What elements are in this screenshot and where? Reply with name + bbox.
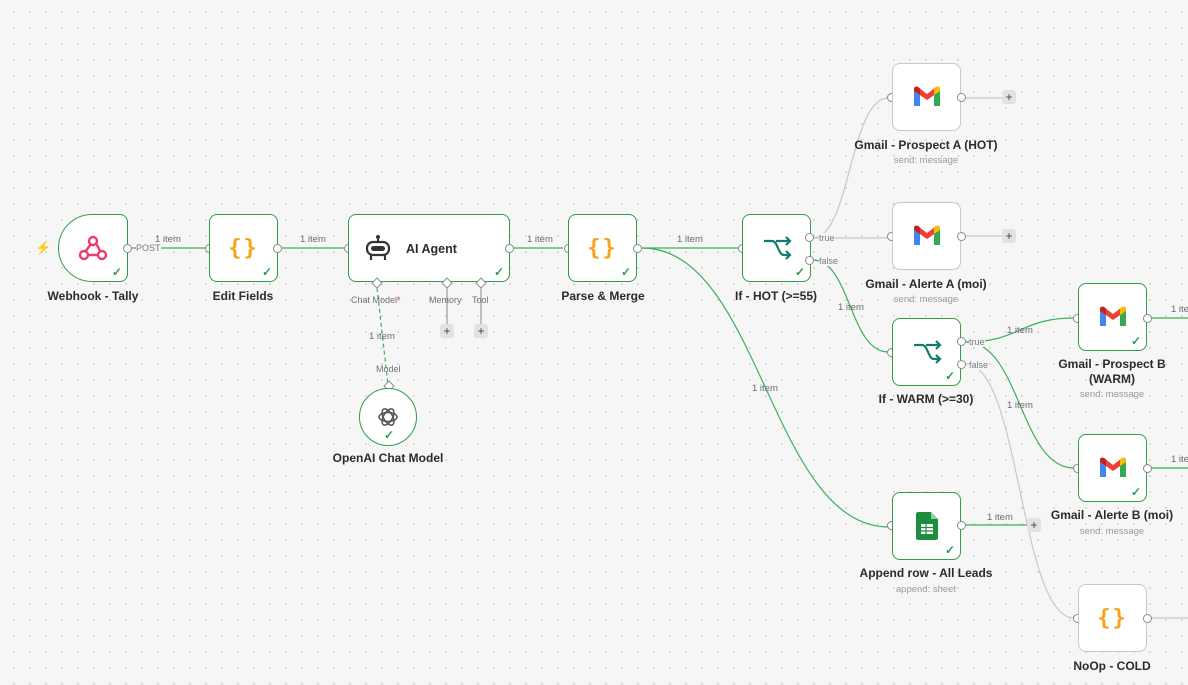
wire-label: 1 item xyxy=(838,302,864,313)
success-check-icon: ✓ xyxy=(794,265,805,279)
wire-label: 1 item xyxy=(1007,325,1033,336)
wire-label: 1 item xyxy=(752,383,778,394)
success-check-icon: ✓ xyxy=(261,265,272,279)
add-memory-button[interactable]: + xyxy=(440,324,454,338)
if-hot-false-port[interactable] xyxy=(805,256,814,265)
gmail-alerte-b-label: Gmail - Alerte B (moi) xyxy=(1050,508,1174,522)
wire-label: 1 item xyxy=(527,234,553,245)
wire-label: 1 item xyxy=(1007,400,1033,411)
success-check-icon: ✓ xyxy=(1130,334,1141,348)
append-row-label: Append row - All Leads xyxy=(859,566,993,580)
gmail-prospect-b-label: Gmail - Prospect B (WARM) xyxy=(1058,357,1166,386)
append-row-operation: append: sheet xyxy=(895,584,957,595)
braces-icon: {} xyxy=(228,235,259,261)
gmail-alerte-a-operation: send: message xyxy=(893,294,959,305)
success-check-icon: ✓ xyxy=(944,543,955,557)
noop-output-port[interactable] xyxy=(1143,614,1152,623)
gmail-prospect-b-node[interactable]: ✓ xyxy=(1078,283,1147,351)
append-row-node[interactable]: ✓ xyxy=(892,492,961,560)
true-branch-label: true xyxy=(969,337,985,347)
if-hot-node[interactable]: ✓ xyxy=(742,214,811,282)
true-branch-label: true xyxy=(819,233,835,243)
success-check-icon: ✓ xyxy=(383,428,394,442)
model-port-label: Model xyxy=(376,364,401,374)
gmail-icon xyxy=(893,203,960,269)
success-check-icon: ✓ xyxy=(1130,485,1141,499)
gmail-icon xyxy=(1079,435,1146,501)
gmail-icon xyxy=(1079,284,1146,350)
wire-label: 1 item xyxy=(300,234,326,245)
parse-merge-output-port[interactable] xyxy=(633,244,642,253)
success-check-icon: ✓ xyxy=(944,369,955,383)
wire-label: 1 item xyxy=(369,331,395,342)
if-hot-true-port[interactable] xyxy=(805,233,814,242)
parse-merge-node[interactable]: {} ✓ xyxy=(568,214,637,282)
edit-fields-label: Edit Fields xyxy=(212,289,274,303)
openai-chat-model-node[interactable]: ✓ xyxy=(359,388,417,446)
add-node-button[interactable]: + xyxy=(1002,229,1016,243)
add-tool-button[interactable]: + xyxy=(474,324,488,338)
webhook-method-tag: POST xyxy=(136,243,161,253)
openai-chat-model-label: OpenAI Chat Model xyxy=(332,451,444,465)
wire-label: 1 item xyxy=(155,234,181,245)
ai-agent-output-port[interactable] xyxy=(505,244,514,253)
tool-port-label: Tool xyxy=(472,295,489,305)
chat-model-port-label: Chat Model* xyxy=(351,295,401,305)
if-warm-label: If - WARM (>=30) xyxy=(878,392,974,406)
success-check-icon: ✓ xyxy=(493,265,504,279)
webhook-icon xyxy=(59,215,127,281)
lightning-icon: ⚡ xyxy=(35,240,52,255)
gmail-prospect-a-node[interactable] xyxy=(892,63,961,131)
add-node-button[interactable]: + xyxy=(1002,90,1016,104)
gmail-alerte-a-output-port[interactable] xyxy=(957,232,966,241)
wire-label: 1 item xyxy=(677,234,703,245)
edit-fields-output-port[interactable] xyxy=(273,244,282,253)
success-check-icon: ✓ xyxy=(620,265,631,279)
gmail-prospect-a-operation: send: message xyxy=(893,155,959,166)
branch-icon xyxy=(893,319,960,385)
branch-icon xyxy=(743,215,810,281)
openai-icon xyxy=(360,389,416,445)
if-warm-node[interactable]: ✓ xyxy=(892,318,961,386)
gmail-alerte-b-operation: send: message xyxy=(1079,526,1145,537)
gmail-alerte-a-label: Gmail - Alerte A (moi) xyxy=(865,277,987,291)
gmail-prospect-b-output-port[interactable] xyxy=(1143,314,1152,323)
parse-merge-label: Parse & Merge xyxy=(561,289,645,303)
gmail-prospect-a-label: Gmail - Prospect A (HOT) xyxy=(854,138,998,152)
false-branch-label: false xyxy=(819,256,839,266)
webhook-output-port[interactable] xyxy=(123,244,132,253)
gmail-alerte-b-output-port[interactable] xyxy=(1143,464,1152,473)
false-branch-label: false xyxy=(969,360,989,370)
wire-label: 1 item xyxy=(1171,454,1188,465)
if-warm-false-port[interactable] xyxy=(957,360,966,369)
gmail-alerte-b-node[interactable]: ✓ xyxy=(1078,434,1147,502)
success-check-icon: ✓ xyxy=(111,265,122,279)
add-node-button[interactable]: + xyxy=(1027,518,1041,532)
append-row-output-port[interactable] xyxy=(957,521,966,530)
noop-cold-label: NoOp - COLD xyxy=(1073,659,1151,673)
braces-icon: {} xyxy=(1097,605,1128,631)
gmail-alerte-a-node[interactable] xyxy=(892,202,961,270)
wire-label: 1 item xyxy=(987,512,1013,523)
noop-cold-node[interactable]: {} xyxy=(1078,584,1147,652)
gmail-prospect-a-output-port[interactable] xyxy=(957,93,966,102)
edit-fields-node[interactable]: {} ✓ xyxy=(209,214,278,282)
webhook-label: Webhook - Tally xyxy=(47,289,139,303)
ai-agent-label: AI Agent xyxy=(406,242,457,256)
webhook-node[interactable]: ✓ xyxy=(58,214,128,282)
gmail-icon xyxy=(893,64,960,130)
google-sheets-icon xyxy=(893,493,960,559)
ai-agent-node[interactable]: AI Agent ✓ xyxy=(348,214,510,282)
braces-icon: {} xyxy=(587,235,618,261)
if-hot-label: If - HOT (>=55) xyxy=(734,289,817,303)
gmail-prospect-b-operation: send: message xyxy=(1079,389,1145,400)
wire-label: 1 item xyxy=(1171,304,1188,315)
if-warm-true-port[interactable] xyxy=(957,337,966,346)
memory-port-label: Memory xyxy=(429,295,462,305)
robot-icon xyxy=(363,234,393,267)
